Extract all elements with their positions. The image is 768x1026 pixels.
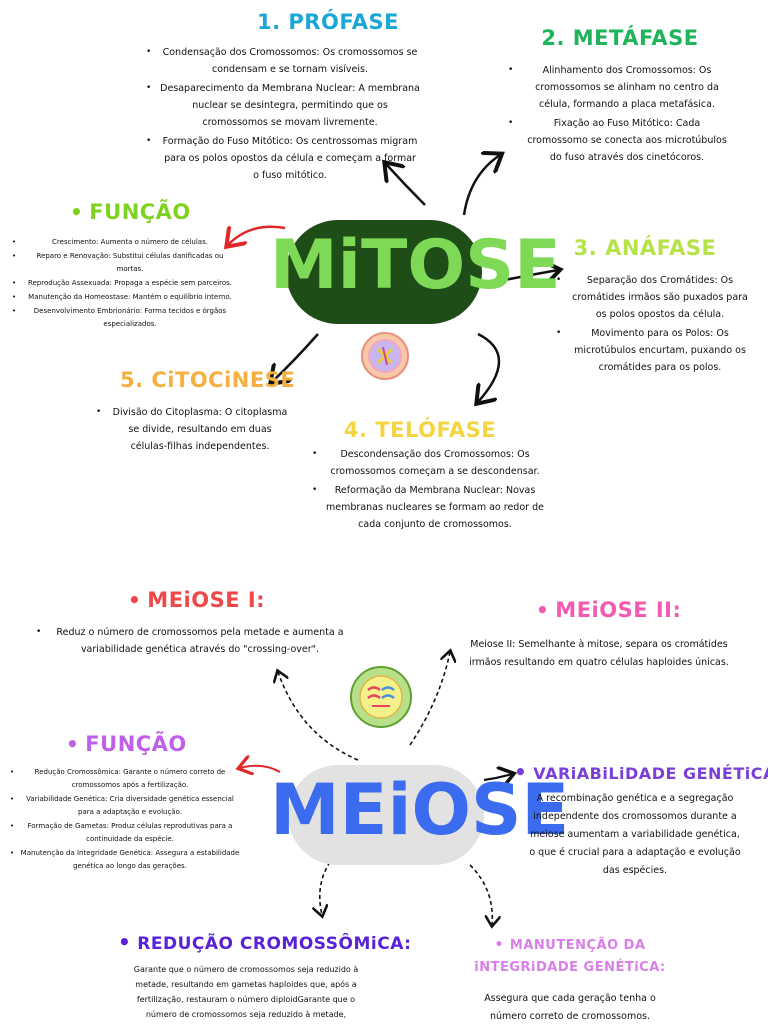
mitosis-title: MiTOSE xyxy=(270,226,561,305)
list-item: Manutenção da Homeostase: Mantém o equil… xyxy=(12,291,238,304)
arrow-to-integrity xyxy=(469,864,492,925)
meiosis2-text: Meiose II: Semelhante à mitose, separa o… xyxy=(469,639,729,668)
function-mitosis-title: •FUNÇÃO xyxy=(70,200,191,224)
function-meiosis-label: FUNÇÃO xyxy=(85,732,187,756)
telophase-list: Descondensação dos Cromossomos: Os cromo… xyxy=(312,446,544,535)
list-item: Reformação da Membrana Nuclear: Novas me… xyxy=(312,482,544,533)
variability-text: A recombinação genética e a segregação i… xyxy=(529,793,741,876)
list-item: Redução Cromossômica: Garante o número c… xyxy=(10,766,240,792)
arrow-to-anaphase xyxy=(493,270,558,282)
arrow-to-cytokinesis xyxy=(272,333,319,382)
anaphase-list: Separação dos Cromátides: Os cromátides … xyxy=(556,272,750,378)
meiosis2-title: •MEiOSE II: xyxy=(536,598,681,622)
cell-meiosis-icon xyxy=(350,666,412,728)
bullet-icon: • xyxy=(494,937,504,953)
prophase-list: Condensação dos Cromossomos: Os cromosso… xyxy=(146,44,420,186)
integrity-title: •MANUTENÇÃO DA iNTEGRiDADE GENÉTiCA: xyxy=(472,934,668,979)
bullet-icon: • xyxy=(514,760,528,784)
bullet-icon: • xyxy=(70,200,84,224)
list-item: Formação de Gametas: Produz células repr… xyxy=(10,820,240,846)
function-meiosis-list: Redução Cromossômica: Garante o número c… xyxy=(10,766,240,874)
bullet-icon: • xyxy=(128,588,142,612)
list-item: Divisão do Citoplasma: O citoplasma se d… xyxy=(96,404,290,455)
bullet-icon: • xyxy=(536,598,550,622)
list-item: Formação do Fuso Mitótico: Os centrossom… xyxy=(146,133,420,184)
list-item: Movimento para os Polos: Os microtúbulos… xyxy=(556,325,750,376)
function-mitosis-label: FUNÇÃO xyxy=(89,200,191,224)
meiosis1-title: •MEiOSE I: xyxy=(128,588,265,612)
bullet-icon: • xyxy=(66,732,80,756)
function-meiosis-title: •FUNÇÃO xyxy=(66,732,187,756)
list-item: Crescimento: Aumenta o número de células… xyxy=(12,236,238,249)
meiosis-title: MEiOSE xyxy=(270,769,570,851)
bullet-icon: • xyxy=(118,930,132,954)
meiosis1-label: MEiOSE I: xyxy=(147,588,266,612)
meiosis1-list: Reduz o número de cromossomos pela metad… xyxy=(36,624,350,660)
list-item: Reprodução Assexuada: Propaga a espécie … xyxy=(12,277,238,290)
list-item: Reduz o número de cromossomos pela metad… xyxy=(36,624,350,658)
list-item: Reparo e Renovação: Substitui células da… xyxy=(12,250,238,276)
cell-mitosis-icon xyxy=(361,332,409,380)
cytokinesis-title: 5. CiTOCiNESE xyxy=(120,368,296,392)
variability-label: VARiABiLiDADE GENÉTiCA: xyxy=(533,764,768,783)
reduction-label: REDUÇÃO CROMOSSÔMiCA: xyxy=(137,934,412,954)
meiosis2-label: MEiOSE II: xyxy=(555,598,682,622)
list-item: Desaparecimento da Membrana Nuclear: A m… xyxy=(146,80,420,131)
arrow-to-meiosis2 xyxy=(409,652,450,746)
list-item: Variabilidade Genética: Cria diversidade… xyxy=(10,793,240,819)
cytokinesis-list: Divisão do Citoplasma: O citoplasma se d… xyxy=(96,404,290,457)
list-item: Separação dos Cromátides: Os cromátides … xyxy=(556,272,750,323)
list-item: Descondensação dos Cromossomos: Os cromo… xyxy=(312,446,544,480)
list-item: Condensação dos Cromossomos: Os cromosso… xyxy=(146,44,420,78)
list-item: Fixação ao Fuso Mitótico: Cada cromossom… xyxy=(508,115,732,166)
anaphase-title: 3. ANÁFASE xyxy=(573,236,717,260)
arrow-to-metaphase xyxy=(462,155,500,216)
list-item: Alinhamento dos Cromossomos: Os cromosso… xyxy=(508,62,732,113)
arrow-to-meiosis1 xyxy=(278,672,359,761)
arrow-to-function-meiosis xyxy=(240,766,281,772)
integrity-text: Assegura que cada geração tenha o número… xyxy=(484,993,656,1022)
mitosis-center-blob xyxy=(286,220,482,324)
reduction-title: •REDUÇÃO CROMOSSÔMiCA: xyxy=(118,930,411,954)
arrow-to-telophase xyxy=(478,332,501,402)
function-mitosis-list: Crescimento: Aumenta o número de células… xyxy=(12,236,238,332)
prophase-title: 1. PRÓFASE xyxy=(257,10,399,34)
variability-title: • VARiABiLiDADE GENÉTiCA: xyxy=(514,760,768,784)
list-item: Desenvolvimento Embrionário: Forma tecid… xyxy=(12,305,238,331)
metaphase-list: Alinhamento dos Cromossomos: Os cromosso… xyxy=(508,62,732,168)
list-item: Manutenção da Integridade Genética: Asse… xyxy=(10,847,240,873)
telophase-title: 4. TELÓFASE xyxy=(343,418,497,442)
arrow-to-variability xyxy=(483,774,512,780)
reduction-text: Garante que o número de cromossomos seja… xyxy=(133,965,359,1019)
integrity-label: MANUTENÇÃO DA iNTEGRiDADE GENÉTiCA: xyxy=(474,938,666,975)
arrow-to-reduction xyxy=(320,861,331,915)
meiosis-center-blob xyxy=(288,765,484,865)
metaphase-title: 2. METÁFASE xyxy=(541,26,699,50)
